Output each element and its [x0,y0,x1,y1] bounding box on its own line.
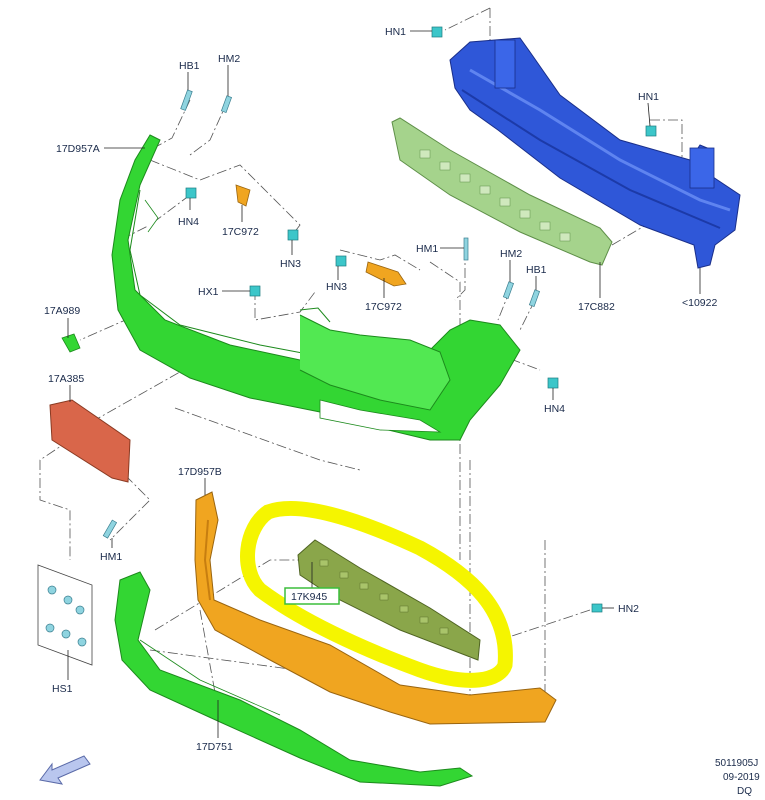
label-hb1-right: HB1 [526,264,547,276]
fastener-kit-box [37,564,93,666]
label-hx1: HX1 [198,286,219,298]
fastener-hx1 [249,285,261,297]
label-17d957a: 17D957A [56,143,100,155]
label-hb1-left: HB1 [179,60,200,72]
lower-grille [297,539,481,661]
fastener-hn2 [591,603,603,613]
label-hs1: HS1 [52,683,73,695]
fastener-hm2-right [502,281,515,299]
callout-labels: HN1 HN1 HB1 HM2 17D957A HN4 17C972 HN3 H… [44,26,717,753]
bracket-17c972-mid [365,261,407,287]
label-10922: <10922 [682,297,717,309]
label-hm2-right: HM2 [500,248,522,260]
front-bumper-cover [111,134,521,441]
fastener-hm1-mid [463,237,469,261]
label-17k945: 17K945 [291,591,327,603]
label-17a989: 17A989 [44,305,80,317]
energy-absorber [391,117,613,266]
fastener-hn4-left [185,187,197,199]
lower-bumper-cover [194,491,557,725]
fastener-hm2-left [220,95,233,113]
label-hn3-left: HN3 [280,258,301,270]
lower-lip-spoiler [114,571,474,787]
footer-code: DQ [737,786,752,797]
label-leaders [67,30,701,738]
label-hn1-top: HN1 [385,26,406,38]
fastener-hn1-top [431,26,443,38]
label-hn3-mid: HN3 [326,281,347,293]
label-17d751: 17D751 [196,741,233,753]
grille-highlight [240,501,513,688]
label-hn4-left: HN4 [178,216,199,228]
bracket-17c972-left [235,184,251,207]
label-17c882: 17C882 [578,301,615,313]
label-17c972-left: 17C972 [222,226,259,238]
fastener-hn3-left [287,229,299,241]
footer-ref: 5011905J [715,758,758,769]
label-hm1-low: HM1 [100,551,122,563]
label-hn2: HN2 [618,603,639,615]
fastener-hb1-right [528,289,541,307]
label-box-17k945 [284,587,340,605]
label-17c972-mid: 17C972 [365,301,402,313]
fastener-hn3-mid [335,255,347,267]
label-hn1-right: HN1 [638,91,659,103]
bumper-reinforcement [449,37,741,269]
fasteners [102,26,657,613]
label-hm2-left: HM2 [218,53,240,65]
fastener-hn1-right [645,125,657,137]
fastener-hm1-low [102,519,118,539]
fastener-hn4-right [547,377,559,389]
label-17a385: 17A385 [48,373,84,385]
label-17d957b: 17D957B [178,466,222,478]
direction-arrow-icon [39,755,91,785]
license-plate-bracket [49,399,131,483]
fastener-hb1-left [180,89,193,111]
label-hm1-mid: HM1 [416,243,438,255]
trim-piece-17a989 [61,333,81,353]
label-hn4-right: HN4 [544,403,565,415]
footer-date: 09-2019 [723,772,760,783]
drawing-footer: 5011905J 09-2019 DQ [715,758,760,797]
